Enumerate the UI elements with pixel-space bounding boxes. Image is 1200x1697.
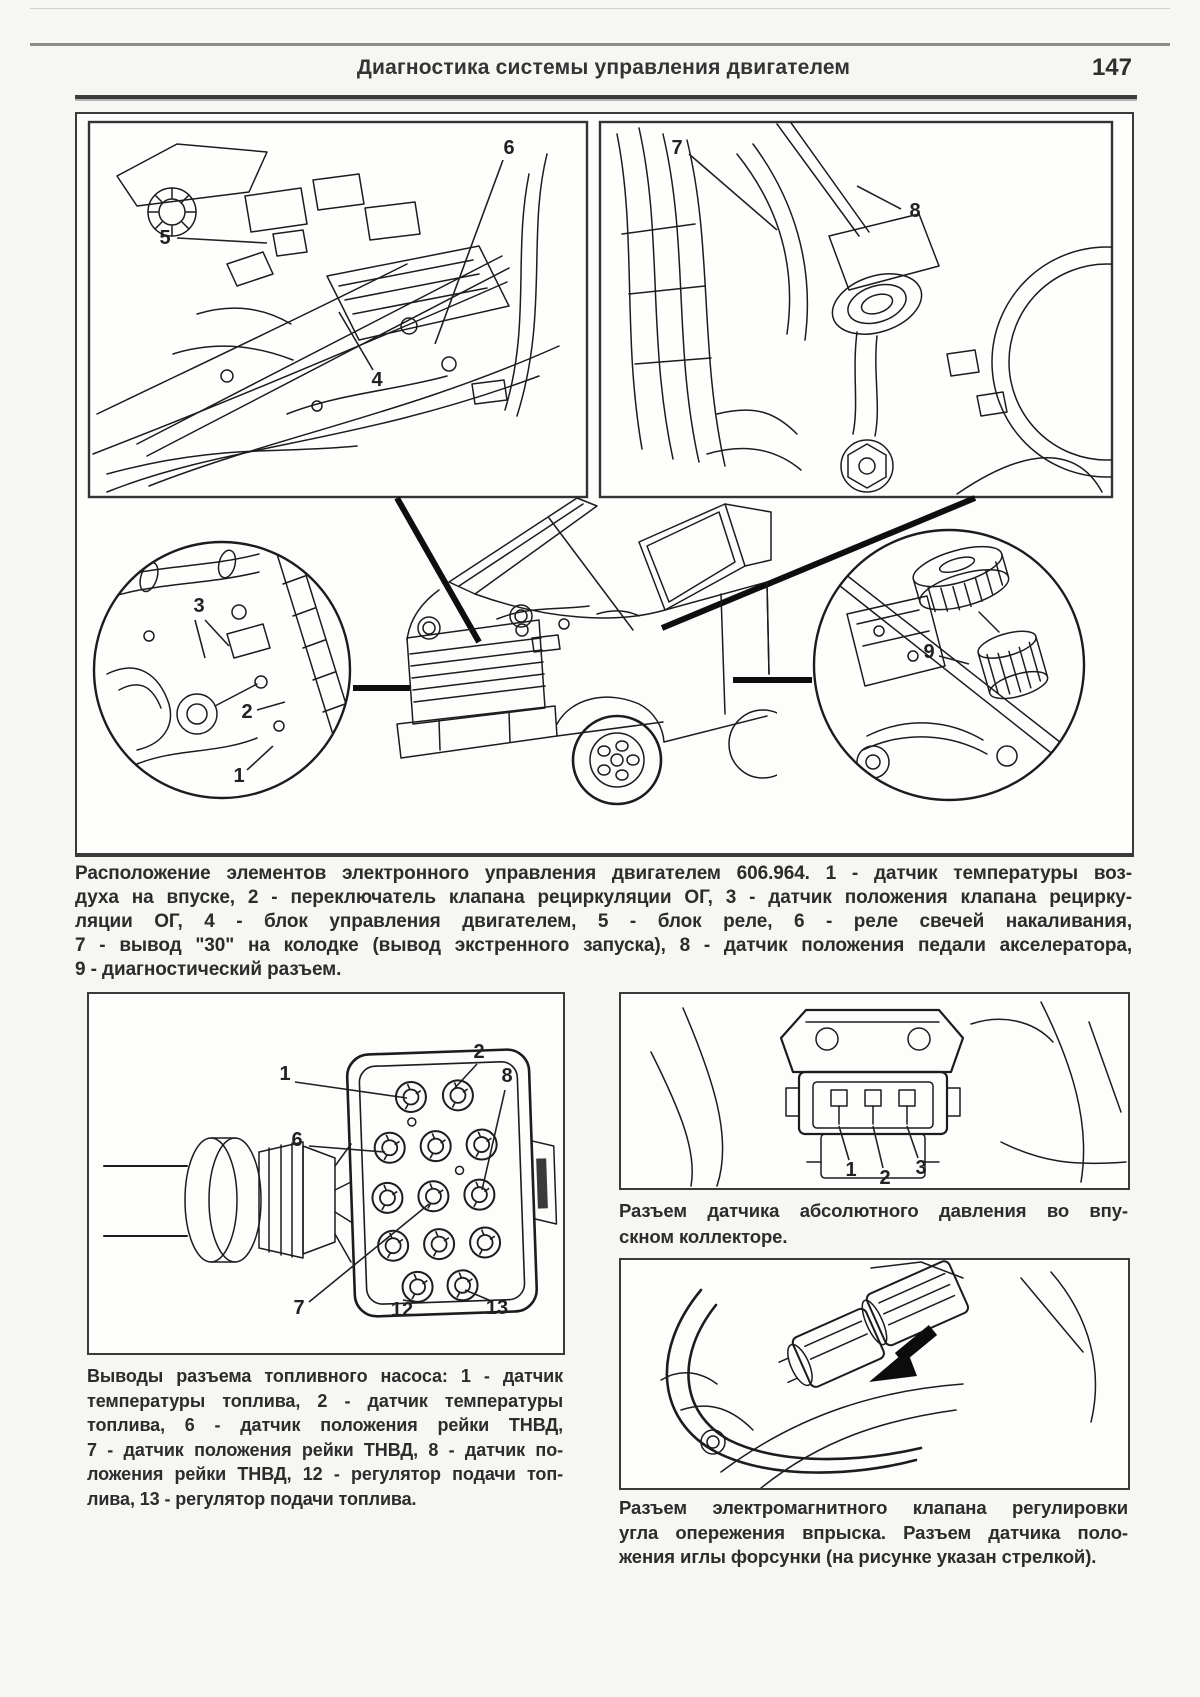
map-sensor-background	[650, 1001, 1127, 1187]
page-number: 147	[1091, 54, 1132, 81]
header-rule	[75, 95, 1137, 101]
svg-text:8: 8	[909, 200, 920, 222]
caption-map-sensor: Разъем датчика абсолютного давления во в…	[619, 1198, 1128, 1250]
pump-callout-12: 12	[391, 1299, 415, 1321]
caption-fuel-pump-connector: Выводы разъема топливного насоса: 1 - да…	[87, 1364, 563, 1512]
caption-line: топлива, 6 - датчик положения рейки ТНВД…	[87, 1415, 563, 1436]
pump-callout-6: 6	[291, 1129, 386, 1153]
svg-text:5: 5	[159, 227, 170, 249]
engine-bay-left-drawing	[92, 143, 560, 493]
fuel-pump-connector-drawing: 1 2 8 6 7 12 13	[103, 1041, 558, 1321]
page-header: Диагностика системы управления двигателе…	[75, 54, 1132, 90]
caption-engine-overview: Расположение элементов электронного упра…	[75, 862, 1132, 982]
svg-text:9: 9	[923, 641, 934, 663]
caption-line: Выводы разъема топливного насоса: 1 - да…	[87, 1366, 563, 1386]
svg-text:2: 2	[241, 701, 252, 723]
engine-bay-left-panel	[87, 120, 589, 499]
callout-6: 6	[434, 137, 515, 345]
svg-text:2: 2	[473, 1041, 484, 1063]
figure-fuel-pump-connector: 1 2 8 6 7 12 13	[87, 992, 565, 1355]
diagnostic-detail-circle	[812, 528, 1086, 802]
injection-valve-drawing	[660, 1260, 1097, 1488]
caption-line: ляции ОГ, 4 - блок управления двигателем…	[75, 911, 1132, 932]
svg-text:13: 13	[486, 1297, 508, 1319]
svg-text:6: 6	[291, 1129, 302, 1151]
map-pin-label-1: 1	[838, 1125, 857, 1181]
top-rule	[30, 43, 1170, 46]
callout-9: 9	[923, 641, 970, 665]
arrow-icon	[869, 1324, 938, 1382]
figure-injection-valve-connector	[619, 1258, 1130, 1490]
callout-5: 5	[159, 227, 268, 249]
caption-line: 7 - датчик положения рейки ТНВД, 8 - дат…	[87, 1439, 563, 1460]
callout-7: 7	[671, 137, 778, 231]
leader-lines	[353, 495, 977, 691]
svg-text:1: 1	[279, 1063, 290, 1085]
map-sensor-connector	[779, 1008, 965, 1179]
caption-line: скном коллекторе.	[619, 1226, 788, 1247]
callout-2: 2	[241, 701, 286, 723]
pin-block	[345, 1048, 558, 1318]
caption-line: Разъем датчика абсолютного давления во в…	[619, 1200, 1128, 1221]
pump-callout-2: 2	[452, 1041, 485, 1091]
svg-text:7: 7	[293, 1297, 304, 1319]
svg-text:1: 1	[233, 765, 244, 787]
svg-text:8: 8	[501, 1065, 512, 1087]
scan-edge-line	[30, 8, 1170, 9]
egr-detail-circle	[92, 540, 352, 800]
svg-text:6: 6	[503, 137, 514, 159]
pump-callout-1: 1	[279, 1063, 408, 1099]
caption-line: Разъем электромагнитного клапана регулир…	[619, 1497, 1128, 1518]
svg-text:3: 3	[915, 1157, 926, 1179]
svg-text:3: 3	[193, 595, 204, 617]
engine-overview-drawing: 5 4 6	[87, 120, 1114, 806]
caption-line: Расположение элементов электронного упра…	[75, 863, 1132, 884]
svg-text:1: 1	[845, 1159, 856, 1181]
map-pin-label-3: 3	[906, 1125, 927, 1179]
pump-callout-13: 13	[464, 1289, 508, 1319]
svg-text:4: 4	[371, 369, 383, 391]
caption-line: духа на впуске, 2 - переключатель клапан…	[75, 887, 1132, 908]
caption-injection-valve: Разъем электромагнитного клапана регулир…	[619, 1496, 1128, 1570]
pump-callout-7: 7	[293, 1203, 430, 1319]
callout-8: 8	[856, 185, 921, 222]
valve-drawing-cables	[660, 1288, 964, 1488]
svg-text:12: 12	[391, 1299, 413, 1321]
map-sensor-drawing: 1 2 3	[650, 1001, 1127, 1188]
caption-line: 7 - вывод "30" на колодке (вывод экстрен…	[75, 935, 1132, 956]
callout-4: 4	[338, 311, 383, 391]
caption-line: ложения рейки ТНВД, 12 - регулятор подач…	[87, 1464, 563, 1485]
caption-line: температуры топлива, 2 - датчик температ…	[87, 1390, 563, 1411]
page-title: Диагностика системы управления двигателе…	[356, 56, 851, 79]
figure-engine-overview: 5 4 6	[75, 112, 1134, 857]
pump-connector-body	[103, 1137, 352, 1263]
car-illustration	[396, 497, 777, 806]
callout-1: 1	[233, 745, 274, 787]
svg-text:2: 2	[879, 1167, 890, 1188]
caption-line: 9 - диагностический разъем.	[75, 959, 342, 980]
caption-line: лива, 13 - регулятор подачи топлива.	[87, 1488, 417, 1509]
diagnostic-detail-drawing	[834, 545, 1066, 779]
engine-bay-right-panel	[598, 120, 1114, 499]
callout-3: 3	[193, 595, 230, 659]
caption-line: жения иглы форсунки (на рисунке указан с…	[619, 1546, 1097, 1567]
valve-bodies	[778, 1260, 1097, 1423]
svg-text:7: 7	[671, 137, 682, 159]
caption-line: угла опережения впрыска. Разъем датчика …	[619, 1521, 1128, 1543]
map-pin-label-2: 2	[872, 1125, 891, 1188]
figure-map-sensor-connector: 1 2 3	[619, 992, 1130, 1190]
engine-bay-right-drawing	[616, 122, 1112, 495]
pump-callout-8: 8	[481, 1065, 513, 1191]
